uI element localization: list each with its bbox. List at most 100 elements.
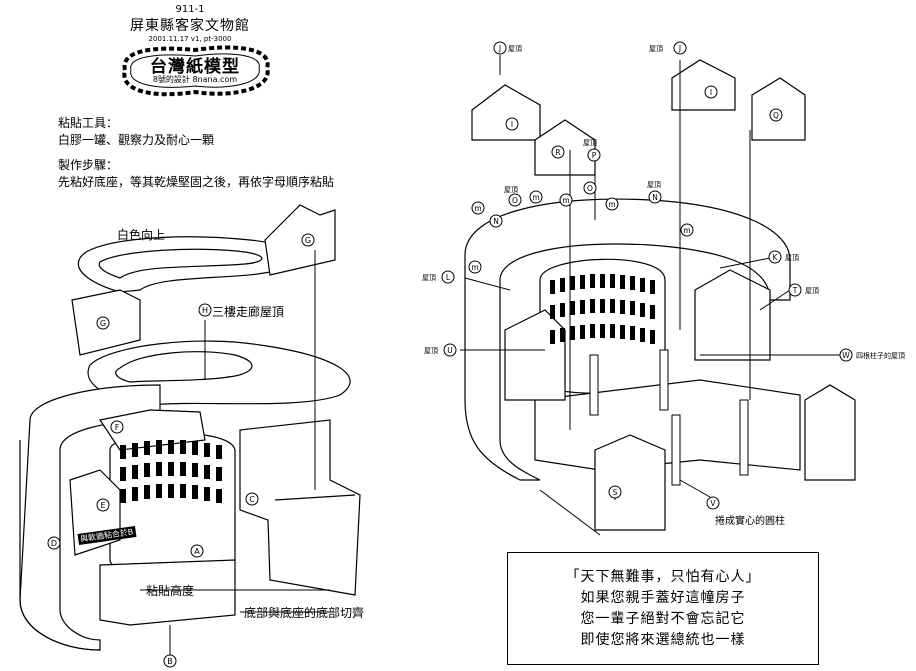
tools-heading: 粘貼工具： [58,116,119,130]
roof-label-o: 屋頂 [504,186,518,194]
marker-b [163,654,177,668]
marker-j-left [493,41,507,55]
letter-i-right: I [710,88,712,97]
marker-k [768,250,782,264]
block-c [239,419,361,596]
marker-n-1 [648,190,662,204]
poem-line-4: 即使您將來選總統也一樣 [580,632,746,648]
block-k [694,269,771,361]
letter-l: L [446,273,451,282]
title-block: 911-1 屏東縣客家文物館 2001.11.17 v1, pt-3000 [110,4,270,43]
poem-line-2: 如果您親手蓋好這幢房子 [580,590,746,606]
letter-m-3: m [562,196,569,205]
marker-i-left [505,117,519,131]
logo-title: 台灣紙模型 [150,57,240,77]
marker-c [245,492,259,506]
letter-g-right: G [305,236,311,245]
letter-h: H [202,306,208,315]
roof-ring-inner [98,248,263,279]
marker-m-5 [680,223,694,237]
marker-d [47,536,61,550]
letter-e: E [100,501,105,510]
marker-m-4 [605,197,619,211]
letter-f: F [115,423,120,432]
marker-v [706,496,720,510]
building-far-right [804,384,856,481]
letter-i-left: I [511,120,513,129]
letter-a: A [194,547,200,556]
label-white-up: 白色向上 [117,228,166,242]
pillar-3 [671,414,681,486]
marker-f [110,420,124,434]
left-assembly-diagram: G G H F E D C A B [19,204,361,668]
house-i-right [671,59,736,111]
marker-t [788,283,802,297]
steps-heading: 製作步驟： [58,158,119,172]
marker-p [587,148,601,162]
roof-labels: 屋頂 屋頂 屋頂 屋頂 屋頂 屋頂 屋頂 屋頂 屋頂 四根柱子的屋頂 [422,45,905,360]
marker-g-left [96,316,110,330]
roof-label-t: 屋頂 [805,287,819,295]
poem-line-1: 「天下無難事，只怕有心人」 [565,569,761,585]
model-title: 屏東縣客家文物館 [130,18,250,34]
right-assembly-diagram: J J I I Q R P O O N N m m m m m m L K T … [422,41,905,536]
marker-s [608,485,622,499]
letter-v: V [710,499,716,508]
letter-w: W [842,351,850,360]
letter-n-1: N [652,193,658,202]
letter-m-4: m [608,200,615,209]
roof-label-p: 屋頂 [583,139,597,147]
poem-box: 「天下無難事，只怕有心人」 如果您親手蓋好這幢房子 您一輩子絕對不會忘記它 即使… [507,552,819,665]
letter-q: Q [773,111,779,120]
steps-block: 製作步驟： 先粘好底座，等其乾燥堅固之後，再依字母順序粘貼 [58,157,334,191]
w-note: 四根柱子的屋頂 [856,351,905,360]
letter-g-left: G [100,319,106,328]
house-g-right [264,204,336,276]
letter-o-2: O [512,196,518,205]
roof-label-u: 屋頂 [424,347,438,355]
letter-o-1: O [587,184,593,193]
block-u [504,309,566,401]
letter-k: K [773,253,779,262]
marker-w [839,348,853,362]
pillar-2 [659,349,669,411]
label-glue-height: 粘貼高度 [146,584,195,598]
roof-label-k: 屋頂 [785,254,799,262]
roof-label-j: 屋頂 [508,45,522,53]
marker-r [551,145,565,159]
letter-m-2: m [532,193,539,202]
right-letter-markers [441,41,853,510]
letter-m-1: m [474,204,481,213]
marker-m-2 [529,190,543,204]
letter-t: T [792,286,798,295]
left-leader-lines [140,250,330,655]
letter-b: B [167,657,173,666]
marker-m-3 [559,193,573,207]
brand-logo: 台灣紙模型 8號的設計 8nana.com [115,40,275,102]
tools-text: 白膠一罐、觀察力及耐心一顆 [58,133,215,147]
tools-block: 粘貼工具： 白膠一罐、觀察力及耐心一顆 [58,115,214,149]
letter-j-left: J [498,44,501,53]
block-c-edge [274,494,356,501]
window-grid [120,440,222,503]
outer-wall-edge [19,440,101,651]
marker-j-right [673,41,687,55]
letter-s: S [613,488,618,497]
letter-r: R [555,148,560,157]
label-h-note: 三樓走廊屋頂 [212,305,285,319]
marker-m-6 [468,260,482,274]
pillar-4 [739,399,749,476]
letter-c: C [249,495,255,504]
house-r [534,119,596,176]
marker-g-right [301,233,315,247]
roof-label-j2: 屋頂 [649,45,663,53]
roof-label-l: 屋頂 [422,274,436,282]
letter-u: U [447,346,453,355]
letter-m-6: m [471,263,478,272]
v-note: 捲成實心的圓柱 [715,516,785,527]
logo-subtitle: 8號的設計 8nana.com [152,75,238,84]
house-i-left [471,84,541,141]
building-s [594,434,666,531]
logo-badge [122,45,270,97]
pillars [589,349,749,486]
